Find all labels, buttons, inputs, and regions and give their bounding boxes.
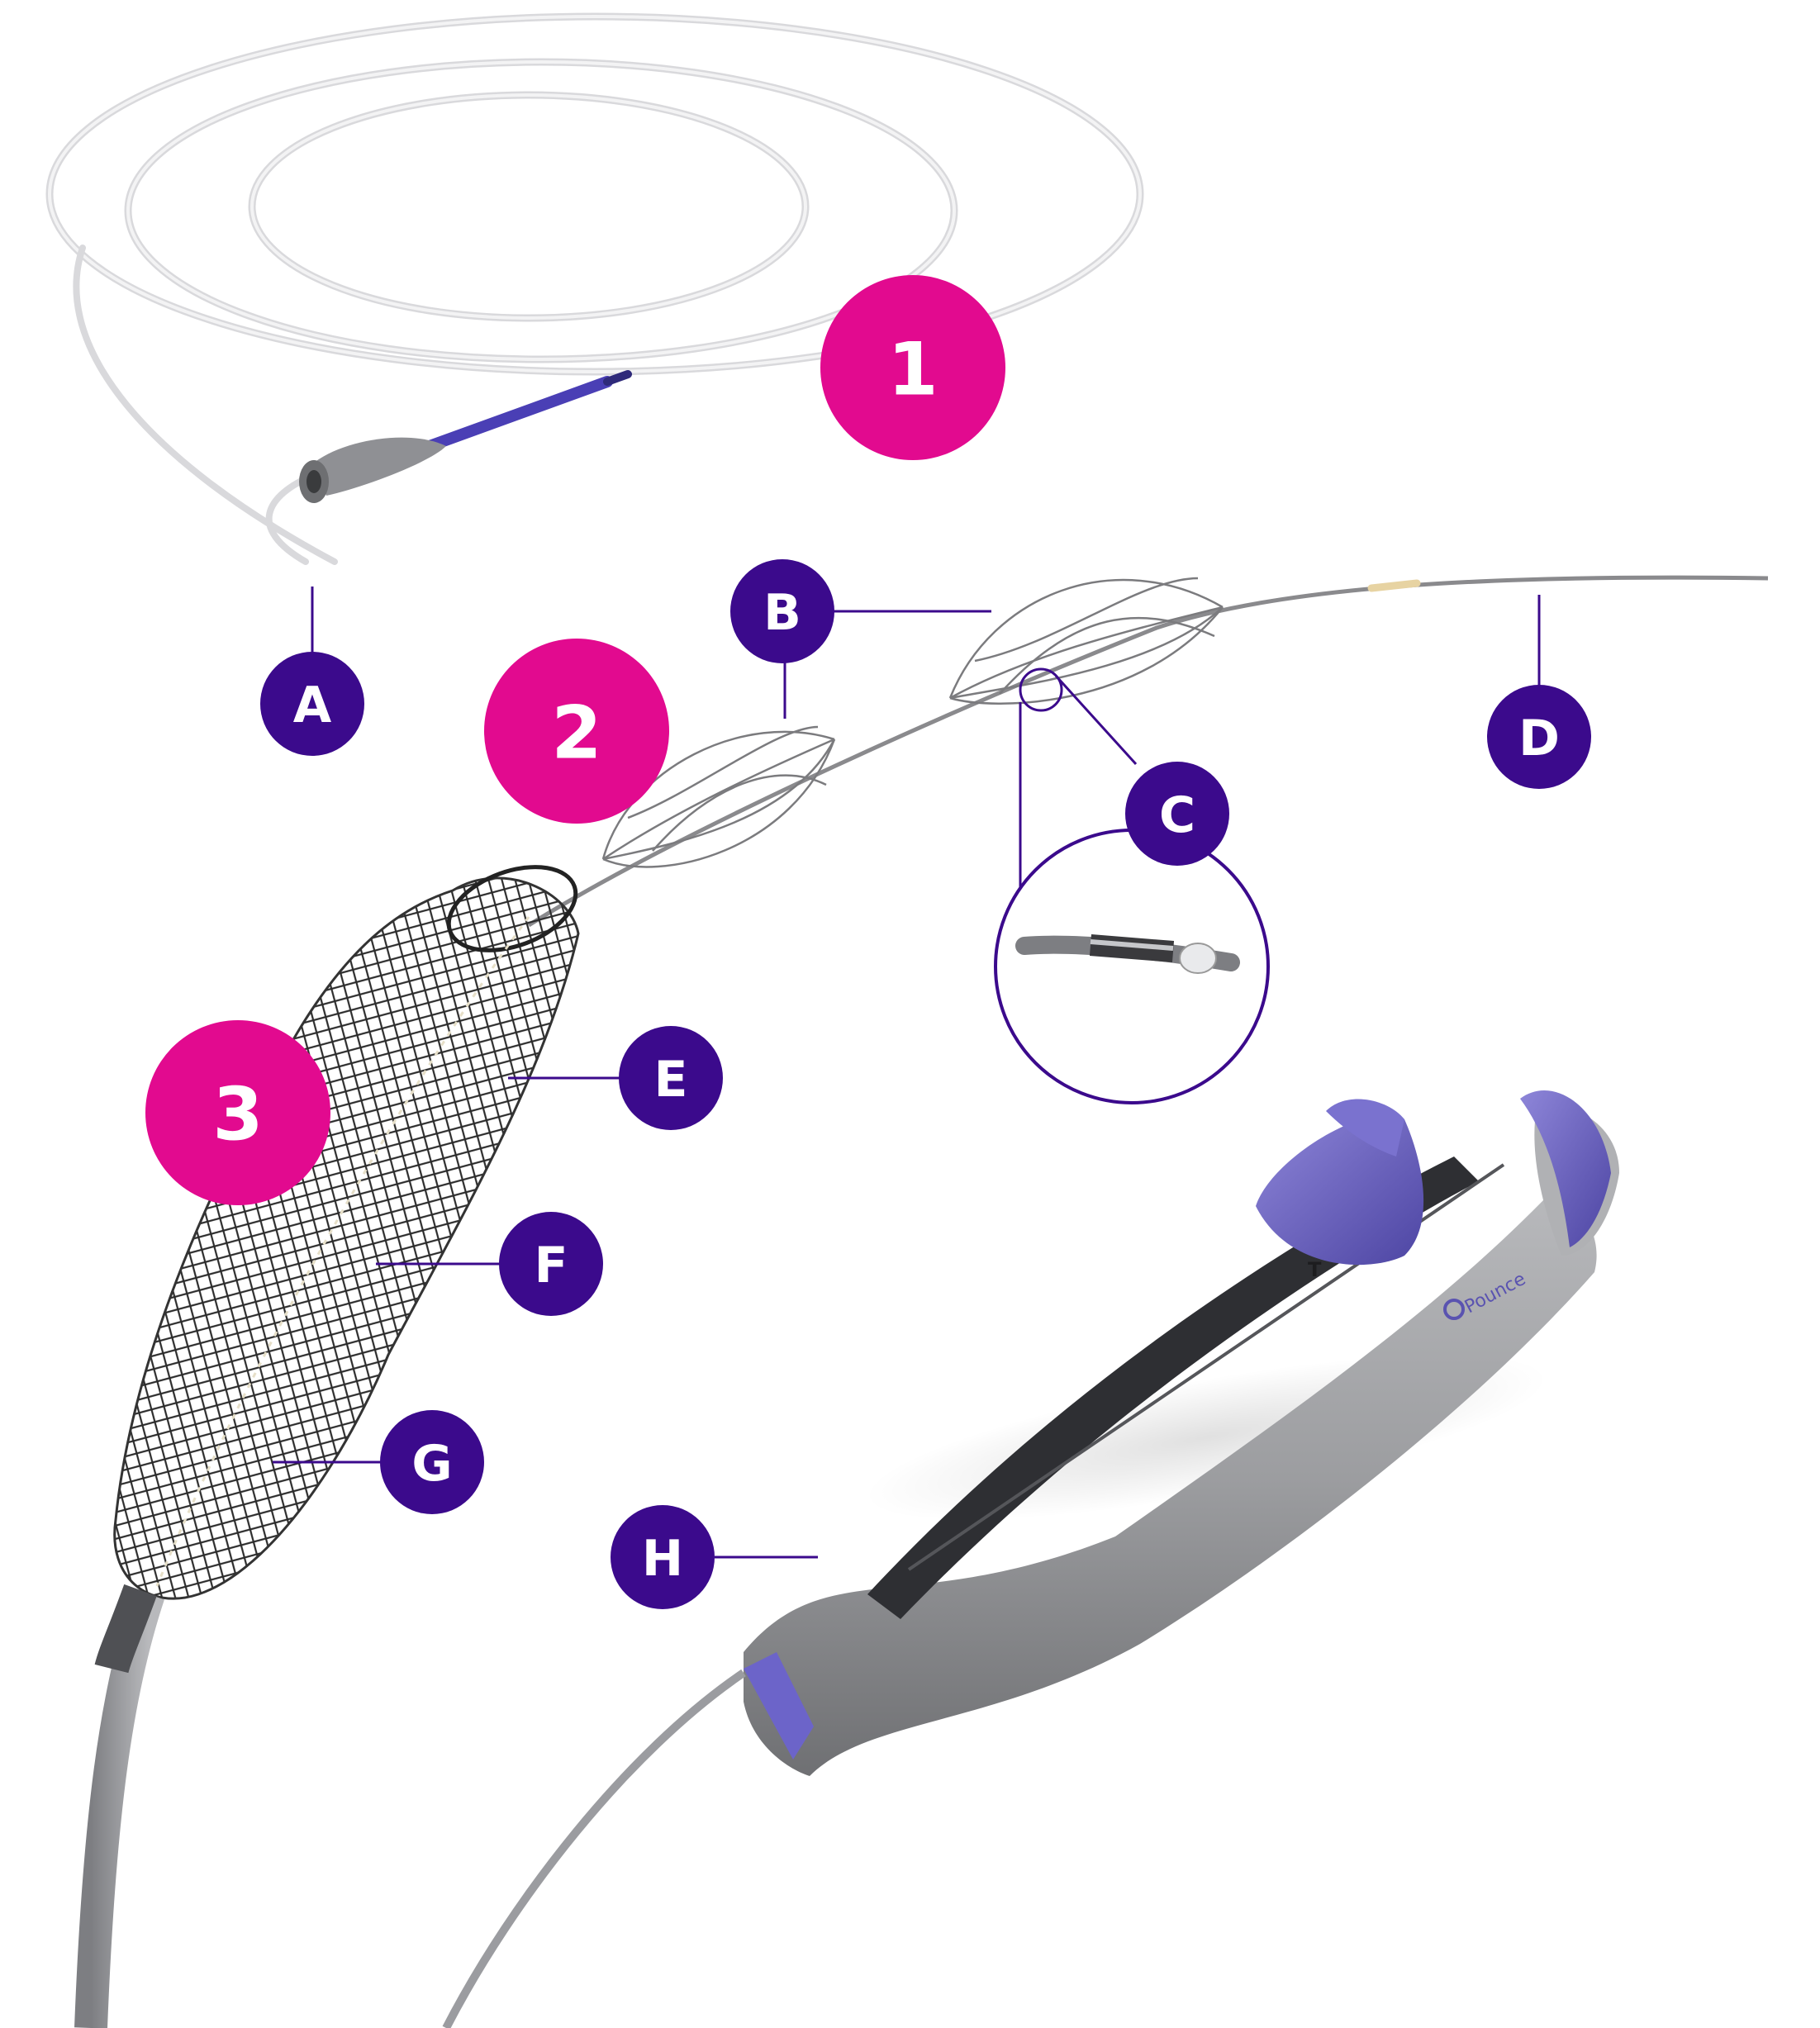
step-badge-label: 3 <box>212 1072 263 1157</box>
callout-label: E <box>654 1051 688 1109</box>
step-badge-3: 3 <box>145 1020 330 1205</box>
step-badge-2: 2 <box>484 639 669 824</box>
zoom-detail <box>1015 934 1240 974</box>
callout-g: G <box>380 1410 484 1514</box>
leader-lines <box>273 587 1541 1559</box>
callout-label: F <box>535 1237 568 1294</box>
zoom-inset-c <box>994 667 1270 1104</box>
callout-h: H <box>611 1505 715 1609</box>
callout-f: F <box>499 1212 603 1316</box>
callout-e: E <box>619 1026 723 1130</box>
callout-label: H <box>642 1530 683 1588</box>
callout-label: B <box>763 584 801 642</box>
basket-wire-icon <box>527 575 1769 928</box>
callout-b: B <box>730 559 834 663</box>
step-badge-1: 1 <box>820 275 1005 460</box>
callout-label: G <box>411 1435 452 1493</box>
step-badge-label: 1 <box>887 327 938 412</box>
step-badge-label: 2 <box>551 691 601 776</box>
callout-c: C <box>1125 762 1229 866</box>
delivery-handle-icon: Pounce T <box>442 1090 1619 2028</box>
mesh-funnel-icon <box>74 865 580 2028</box>
catheter-hub <box>299 370 632 503</box>
callout-d: D <box>1487 685 1591 789</box>
callout-label: A <box>293 677 332 734</box>
callout-label: C <box>1159 786 1195 844</box>
callout-label: D <box>1518 710 1560 767</box>
slider-mark: T <box>1308 1258 1322 1281</box>
coiled-catheter-icon <box>45 12 1144 565</box>
callout-a: A <box>260 652 364 756</box>
